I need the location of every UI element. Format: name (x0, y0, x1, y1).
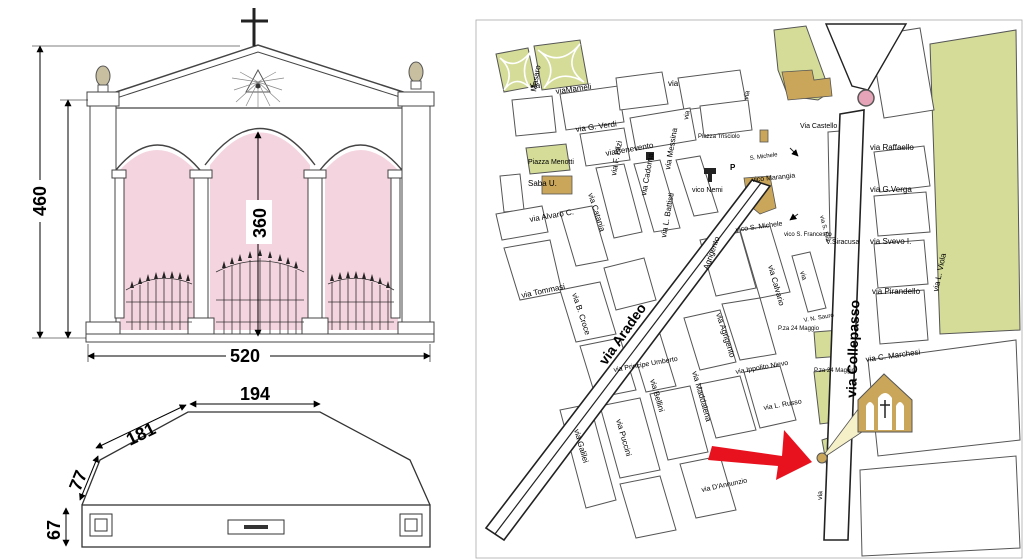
dimension-460: 460 (30, 186, 50, 216)
arch-fill-right (325, 150, 398, 330)
finial-right (408, 61, 424, 83)
label-via1: via (668, 79, 679, 88)
pillar-left (86, 91, 120, 107)
label-via3: via (743, 90, 751, 100)
green-block-menotti (525, 143, 571, 175)
gate-center (215, 258, 305, 334)
roundabout (857, 89, 875, 107)
arch-fill-left (120, 150, 195, 330)
pediment (91, 44, 429, 101)
building-castello (781, 69, 833, 101)
church-icon-small (646, 152, 716, 182)
label-vsiracusa: V.Siracusa (826, 239, 859, 246)
label-gverga: via G.Verga (870, 185, 912, 194)
label-p: P (730, 163, 736, 172)
label-p24maggio2: P.za 24 Maggio (814, 368, 856, 374)
finial-left (95, 65, 111, 87)
street-map: via Aradeo via Collepasso Masaro viaMame… (475, 19, 1023, 559)
elevation-drawing: 460 360 520 (22, 8, 435, 366)
green-block-east (929, 29, 1021, 335)
chapel-marker-icon (857, 373, 913, 433)
label-via4: via (683, 110, 691, 120)
pillar-right (397, 91, 435, 107)
green-block-nw2 (533, 39, 589, 91)
label-via2: via (530, 81, 541, 90)
road-aradeo (484, 179, 772, 542)
building-alvaro (541, 175, 573, 195)
label-via6: via (798, 270, 807, 281)
label-raffaello: via Raffaello (870, 143, 914, 152)
dimension-67: 67 (44, 520, 64, 540)
dimension-520: 520 (230, 346, 260, 366)
label-svevo: via Svevo I. (870, 237, 911, 246)
location-arrow (708, 430, 812, 480)
label-saba: Saba U. (528, 179, 557, 188)
label-pirandello: via Pirandello (872, 287, 921, 296)
label-marangia: vico Marangia (751, 172, 795, 184)
label-sfrancesco: vico S. Francesco (784, 232, 832, 238)
one-way-arrows (789, 147, 799, 221)
label-vsauro: V. N. Sauro (803, 313, 835, 324)
dimension-360: 360 (250, 208, 270, 238)
label-trisciolo: Piazza Trisciolo (698, 134, 740, 140)
label-via5: via (817, 491, 824, 500)
dimension-77: 77 (65, 467, 91, 493)
label-castello: Via Castello (800, 123, 837, 130)
radiant-eye-icon (231, 68, 285, 108)
dimension-194: 194 (240, 384, 270, 404)
label-nemi: vico Nemi (692, 187, 723, 194)
plan-drawing: 194 181 77 67 (44, 384, 431, 548)
road-collepasso (823, 109, 865, 541)
label-via-collepasso: via Collepasso (843, 300, 862, 399)
gate-left (125, 277, 193, 330)
label-piazza-menotti: Piazza Menotti (528, 159, 574, 166)
label-p24maggio: P.za 24 Maggio (778, 326, 820, 332)
label-smichele: S. Michele (749, 152, 778, 162)
cross-icon (241, 8, 268, 46)
